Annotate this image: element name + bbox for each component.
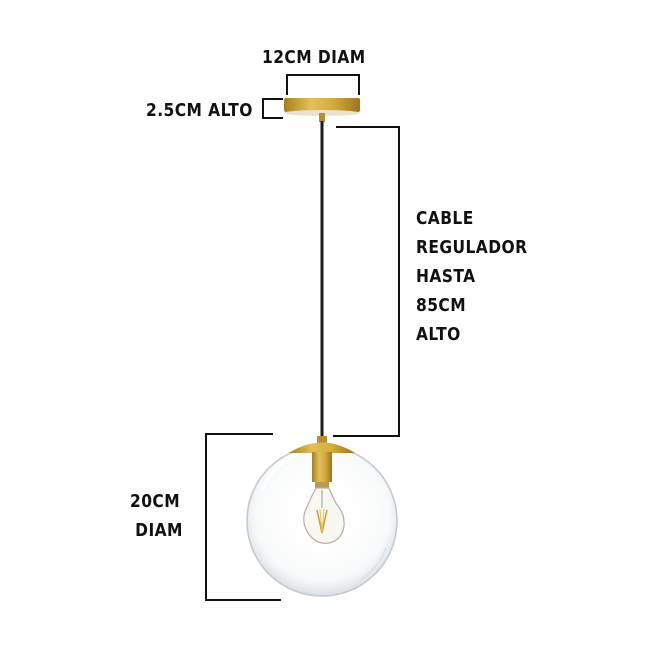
cable-label-line: 85CM [416,295,467,316]
cable-label-line: REGULADOR [416,237,528,258]
globe-diameter-bracket [205,433,281,601]
canopy-height-label: 2.5CM ALTO [146,100,253,121]
cable-length-label: CABLE REGULADOR HASTA 85CM ALTO [416,204,527,349]
light-bulb [303,487,345,544]
canopy-diameter-bracket [286,74,360,95]
cable-label-line: CABLE [416,208,474,229]
cable-length-bracket [333,126,400,437]
globe-label-line: DIAM [135,520,183,541]
cable-label-line: HASTA [416,266,476,287]
globe-label-line: 20CM [130,491,181,512]
ceiling-canopy [284,98,360,122]
canopy-diameter-label: 12CM DIAM [262,47,366,68]
cable-label-line: ALTO [416,324,461,345]
brass-shade-cap [289,436,355,488]
canopy-height-bracket [262,98,283,119]
globe-diameter-label: 20CM DIAM [130,487,183,545]
